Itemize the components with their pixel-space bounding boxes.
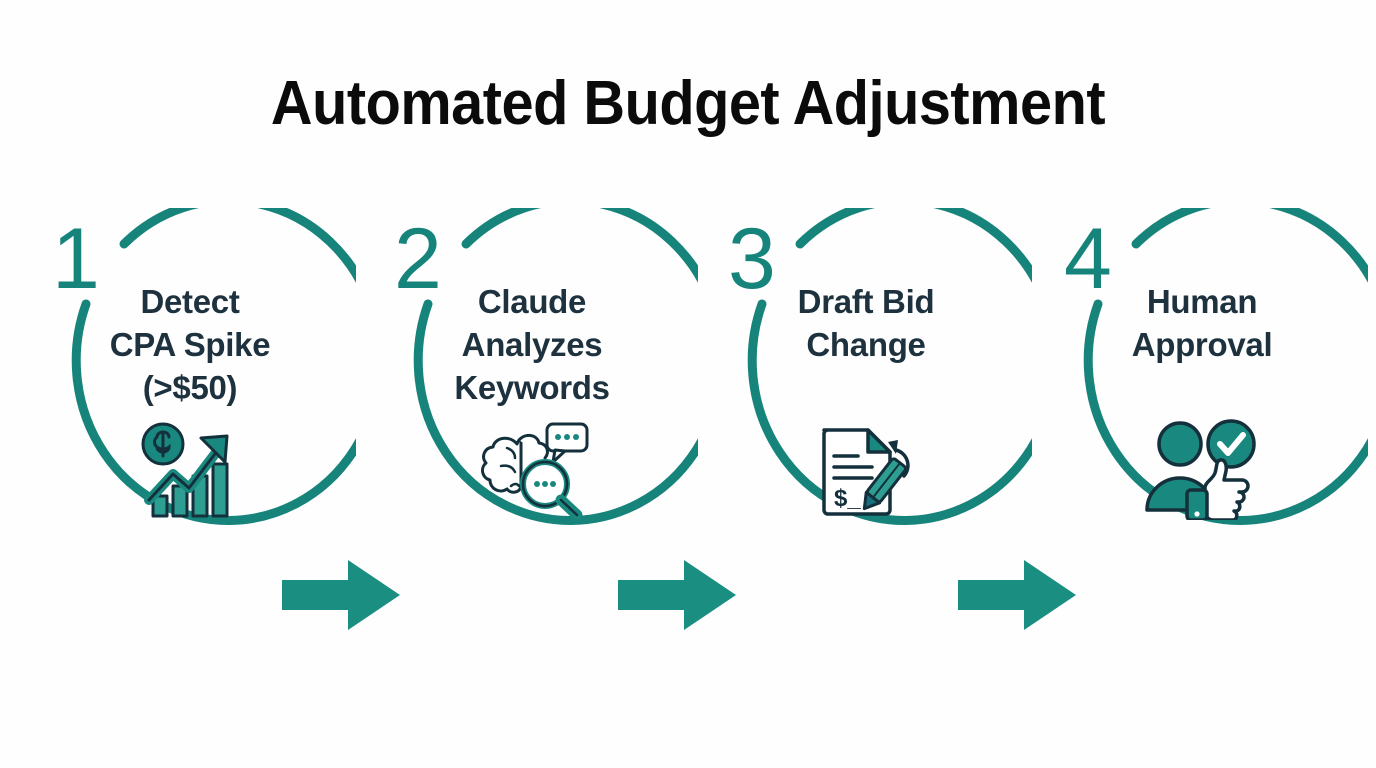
arrow-step-1-to-2 [282, 560, 400, 630]
step-4-label-line-1: Human [1146, 283, 1258, 320]
step-2-label-line-3: Keywords [454, 369, 610, 407]
step-3-label: Draft Bid Change [734, 280, 998, 366]
step-3-number: 3 [728, 211, 776, 307]
page-title: Automated Budget Adjustment [270, 69, 1106, 138]
step-1-circle-outline [71, 208, 356, 525]
step-3-label-line-2: Change [806, 326, 926, 364]
step-2-number: 2 [394, 211, 442, 307]
process-flow: 1 Detect CPA Spike (>$50) [0, 208, 1376, 630]
step-1-number: 1 [52, 211, 100, 307]
step-2-circle-outline [413, 208, 698, 525]
svg-text:$_: $_ [834, 485, 861, 512]
step-4-number: 4 [1064, 211, 1112, 307]
document-edit-icon: $_ [822, 428, 910, 516]
step-2-label-line-2: Analyzes [461, 326, 603, 364]
process-step-1[interactable]: 1 Detect CPA Spike (>$50) [24, 208, 356, 560]
process-step-2[interactable]: 2 Claude Analyzes Keywords [366, 208, 698, 560]
brain-search-icon [481, 422, 589, 520]
step-4-label-line-2: Approval [1131, 326, 1273, 364]
step-4-label: Human Approval [1070, 280, 1334, 366]
arrow-step-2-to-3 [618, 560, 736, 630]
step-1-label-line-1: Detect [140, 283, 240, 320]
step-1-label-line-3: (>$50) [142, 369, 238, 407]
step-1-label-line-2: CPA Spike [109, 326, 271, 364]
step-2-label-line-1: Claude [477, 283, 587, 320]
arrow-step-3-to-4 [958, 560, 1076, 630]
step-3-circle-outline [747, 208, 1032, 525]
user-approval-icon [1145, 419, 1256, 520]
step-2-label: Claude Analyzes Keywords [400, 280, 664, 410]
money-growth-chart-icon [141, 422, 229, 518]
process-step-4[interactable]: 4 Human Approval [1036, 208, 1368, 560]
step-4-circle-outline [1083, 208, 1368, 525]
step-1-label: Detect CPA Spike (>$50) [58, 280, 322, 410]
step-3-label-line-1: Draft Bid [797, 283, 935, 320]
process-step-3[interactable]: 3 Draft Bid Change $_ [700, 208, 1032, 560]
